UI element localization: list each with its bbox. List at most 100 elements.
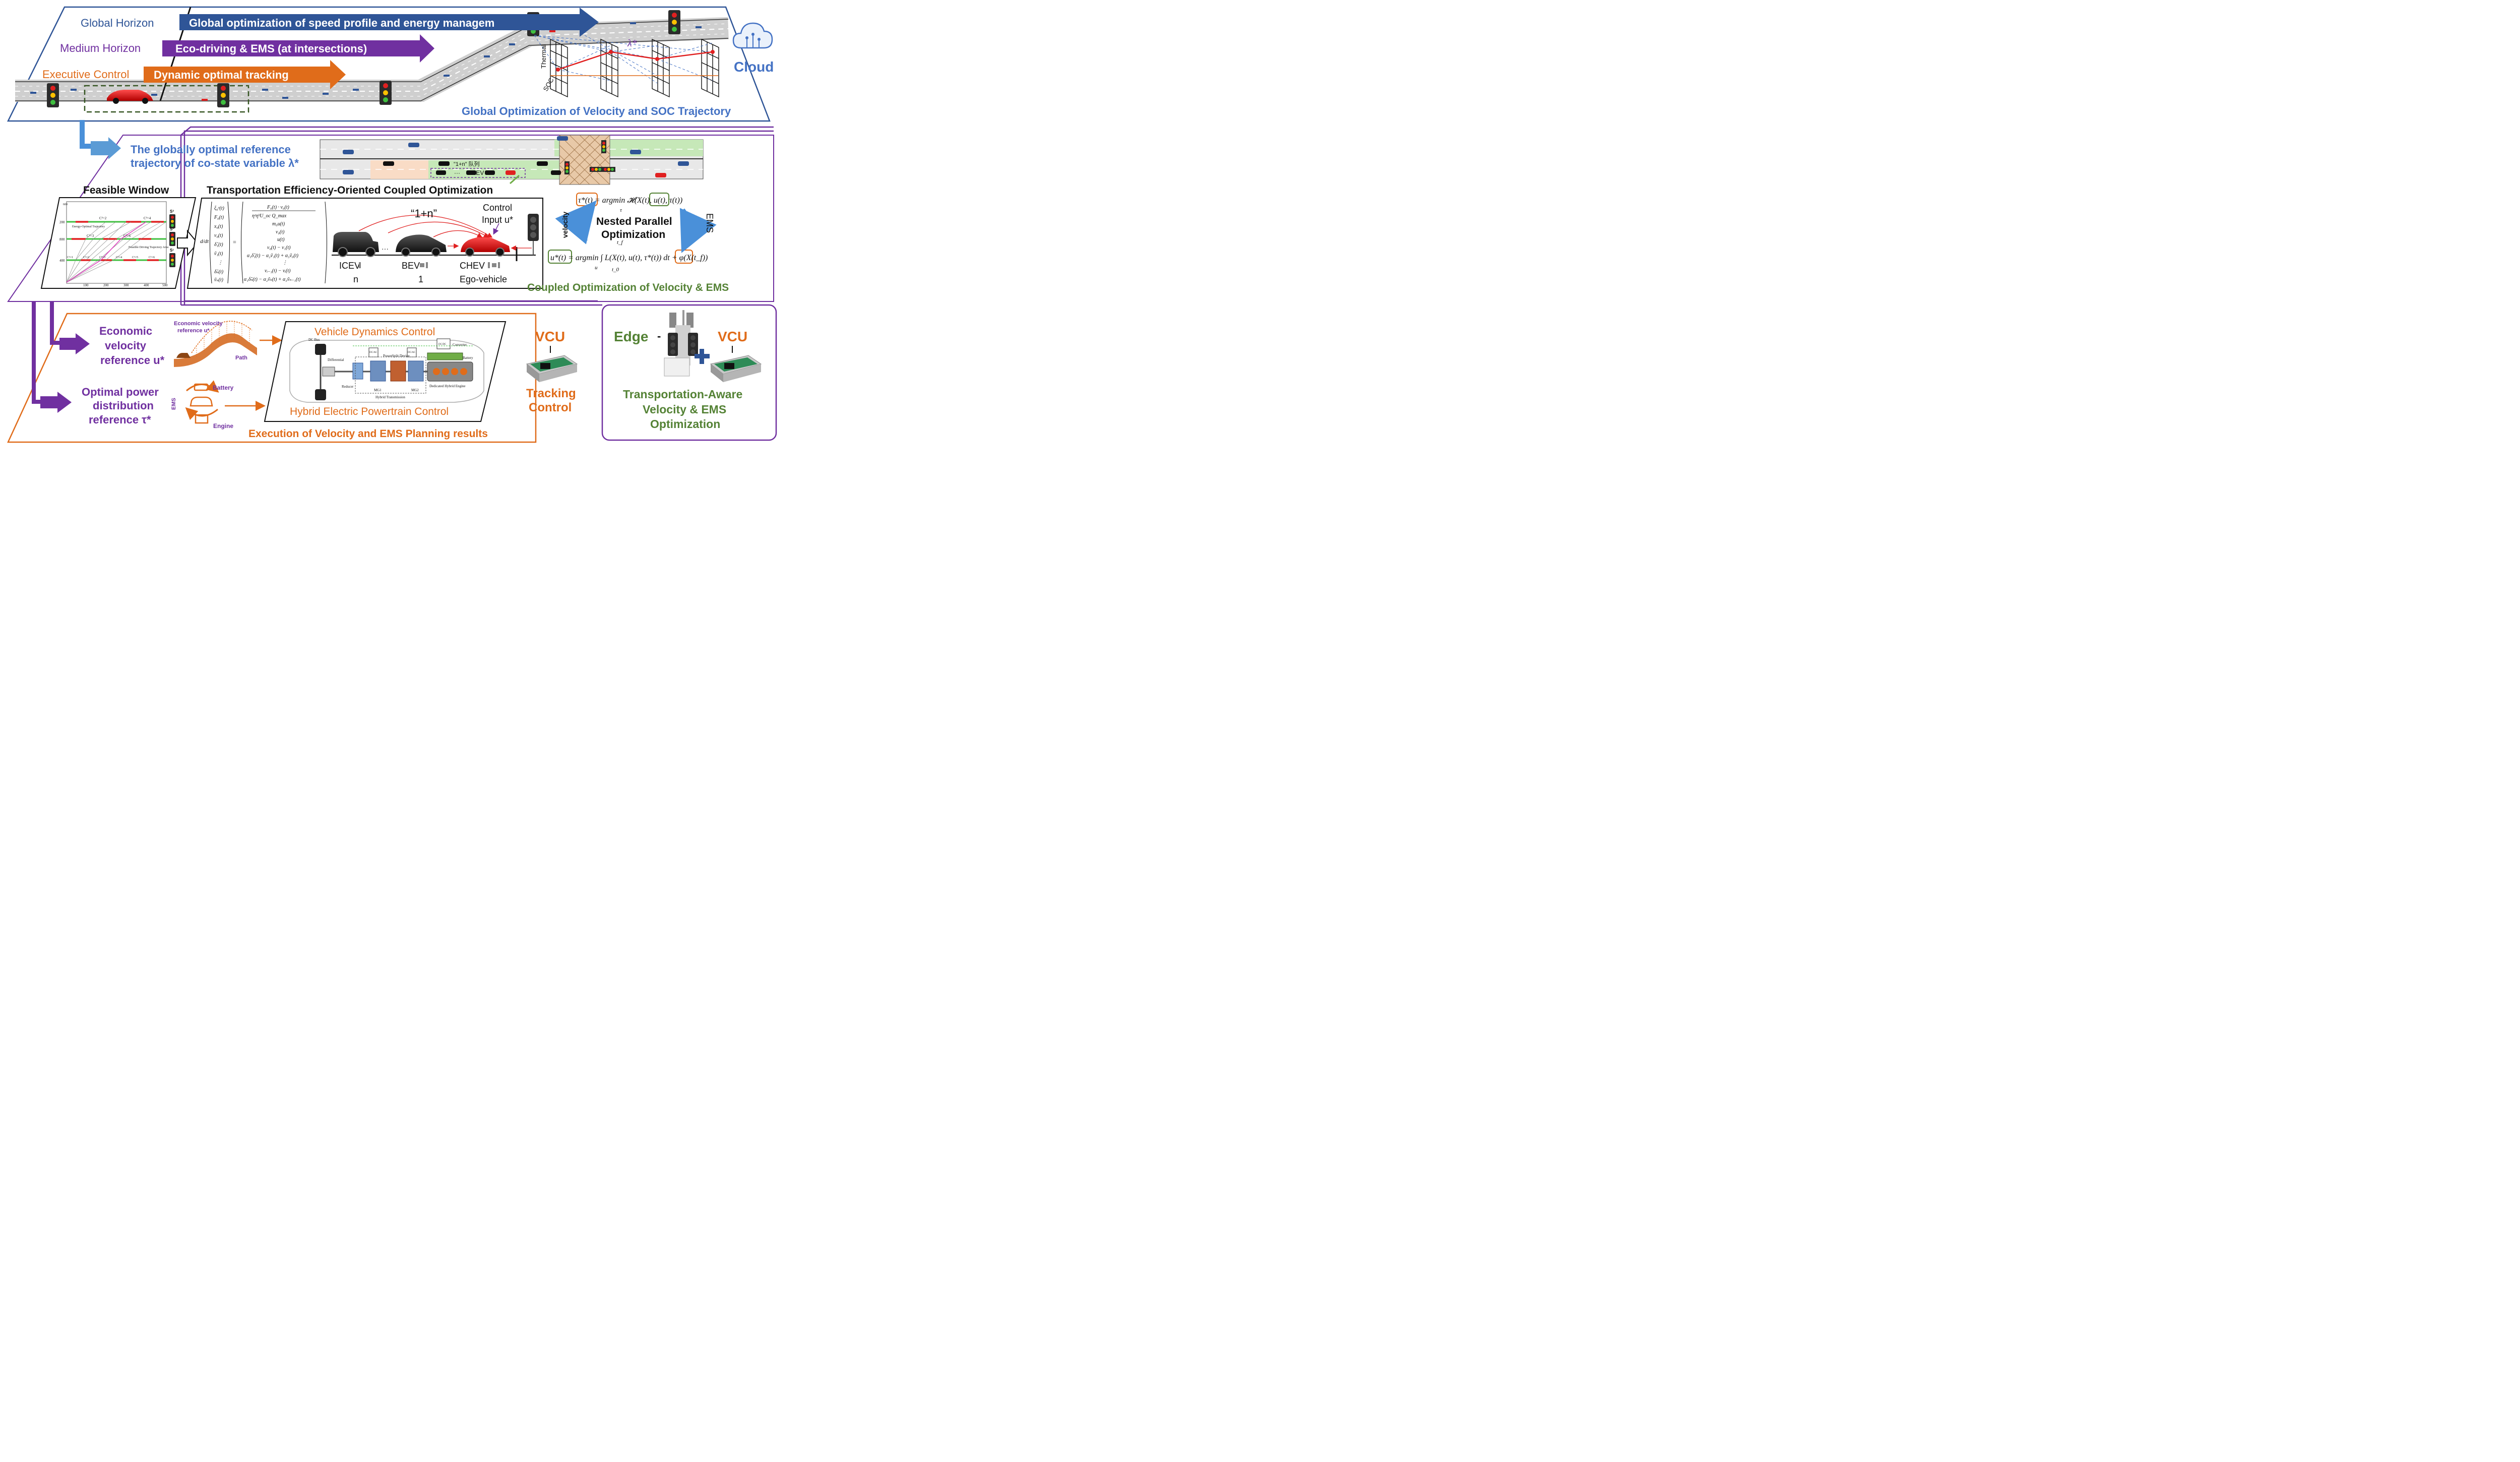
aware-line1: Transportation-Aware: [623, 388, 742, 401]
nested-line2: Optimization: [601, 229, 665, 240]
top-panel-title: Global Optimization of Velocity and SOC …: [462, 105, 731, 117]
reducer-label: Reducer: [342, 385, 354, 389]
middle-panel: The globally optimal reference trajector…: [7, 120, 774, 306]
vehicle-dynamics-label: Vehicle Dynamics Control: [314, 326, 435, 338]
rhs-6: α₁δ̃₁(t) − α₂ṽ₁(t) + α₃ṽ₀(t): [247, 253, 299, 259]
econ-small-line1: Economic velocity: [174, 321, 223, 327]
economic-line3: reference u*: [100, 354, 165, 367]
lambda-reference-arrow: [91, 137, 121, 159]
u-in-tau-highlight: [649, 193, 669, 206]
path-label: Path: [235, 355, 247, 361]
medium-arrow-text: Eco-driving & EMS (at intersections): [175, 42, 367, 55]
platoon-label: "1+n" 队列: [454, 160, 480, 167]
aware-line3: Optimization: [650, 417, 720, 431]
icev-count: n: [353, 274, 358, 284]
mg2-label: MG2: [411, 388, 419, 392]
tracking-window: [84, 85, 249, 113]
tracking-line1: Tracking: [526, 387, 576, 400]
integral-upper: t_f: [617, 239, 624, 246]
traffic-light-top-2: [217, 83, 229, 107]
power-split-label: PowerSplit Device: [383, 354, 410, 358]
medium-horizon-label: Medium Horizon: [60, 42, 141, 54]
lhs-2: x₀(t): [214, 224, 223, 229]
ems-cycle-icon: [185, 380, 219, 424]
medium-arrow: [162, 34, 434, 63]
cloud-icon: [732, 22, 773, 49]
powertrain-schematic: DC Bus Converter Battery Differential Po…: [289, 338, 484, 403]
lane-bot-label-1: C¹=1: [67, 256, 73, 259]
platoon-vehicles: ···: [332, 214, 539, 261]
velocity-connector: [50, 301, 59, 345]
reference-line1: The globally optimal reference: [131, 143, 291, 156]
control-input-label-2: Input u*: [482, 215, 513, 225]
plus-icon: [695, 349, 710, 364]
rhs-8: vᵢ₋₁(t) − vᵢ(t): [265, 268, 291, 274]
ems-arrow: [679, 208, 717, 253]
bev-vehicle: [396, 234, 447, 257]
rhs-7: ⋮: [282, 260, 287, 266]
power-connector: [32, 301, 40, 404]
lhs-8: ṽₙ(t): [214, 277, 224, 283]
econ-small-line2: reference u*: [177, 328, 210, 334]
intersection-lights: [564, 140, 615, 174]
dc-bus-label: DC Bus: [308, 338, 320, 342]
lane-bot-label-4: C¹=4: [116, 256, 122, 259]
hybrid-control-label: Hybrid Electric Powertrain Control: [290, 406, 449, 417]
thermal-label: Thermal: [540, 44, 547, 69]
chev-label: CHEV: [460, 261, 485, 271]
icev-label: ICEV: [339, 261, 360, 271]
lane-bot-label-6: C¹=6: [149, 256, 155, 259]
u-highlight: [548, 250, 572, 264]
nested-line1: Nested Parallel: [596, 216, 672, 227]
one-plus-n-label: “1+n”: [411, 207, 437, 220]
optimal-line1: Optimal power: [82, 386, 159, 398]
traffic-light-top-5: [668, 10, 680, 34]
top-panel: Global Horizon Medium Horizon Executive …: [7, 6, 774, 122]
tracking-line2: Control: [529, 401, 572, 414]
signal-label-1: S¹: [170, 248, 174, 253]
svg-text:=: =: [233, 238, 236, 246]
reference-line2: trajectory of co-state variable λ*: [131, 157, 299, 169]
feasible-window-chart: 600 200 800 400 100 200 300 400 500 C³=2…: [59, 201, 175, 287]
x-tick-200: 200: [103, 283, 109, 287]
engine-label: Engine: [213, 422, 233, 430]
edge-traffic-pole-icon: [664, 310, 698, 377]
rhs-1: ηᵉηᵇU_oc Q_max: [252, 213, 287, 219]
rhs-4: u(t): [277, 237, 285, 242]
optimal-line2: distribution: [93, 399, 154, 412]
edge-vcu-board-icon: [710, 355, 762, 382]
ddt-operator: d/dt: [200, 238, 209, 245]
diagram-canvas: Global Horizon Medium Horizon Executive …: [7, 6, 777, 443]
lhs-5: ṽ₁(t): [214, 251, 223, 257]
dcac-label-2: DC/AC: [408, 351, 416, 354]
global-arrow: [179, 8, 599, 37]
lambda-label: λ*: [627, 38, 637, 49]
cloud-label: Cloud: [734, 59, 774, 75]
vcu-board-icon: [526, 355, 578, 382]
dcac-label-1: DC/AC: [369, 351, 377, 354]
feasible-window-title: Feasible Window: [83, 185, 169, 196]
power-ref-arrow: [40, 392, 72, 413]
velocity-label: velocity: [561, 212, 569, 238]
lhs-3: v₀(t): [214, 233, 223, 238]
edge-vcu-label: VCU: [718, 329, 747, 344]
lane-mid-label-2: C²=6: [123, 234, 131, 238]
rhs-5: v₀(t) − v₁(t): [267, 245, 291, 251]
state-equation: d/dt ξ₀ᵉ(t) F₀(t) x₀(t) v₀(t) δ̃₁(t) ṽ₁(…: [200, 201, 327, 284]
signal-label-3: S³: [170, 209, 174, 214]
aware-line2: Velocity & EMS: [643, 403, 726, 416]
lhs-7: δ̃ₙ(t): [214, 269, 224, 275]
ems-label: EMS: [705, 213, 715, 233]
bottom-panel: Economic velocity reference u* Optimal p…: [7, 301, 578, 443]
velocity-arrow: [555, 200, 597, 245]
battery-label: Battery: [213, 384, 234, 391]
ego-car-top: [107, 90, 153, 104]
x-tick-100: 100: [83, 283, 89, 287]
road-cars: [343, 136, 689, 177]
rhs-3: v₀(t): [276, 229, 285, 235]
bev-label: BEV: [402, 261, 420, 271]
dynamic-arrow-text: Dynamic optimal tracking: [154, 69, 289, 81]
x-tick-300: 300: [123, 283, 129, 287]
velocity-ref-arrow: [59, 333, 90, 354]
converter-label: Converter: [453, 343, 467, 347]
